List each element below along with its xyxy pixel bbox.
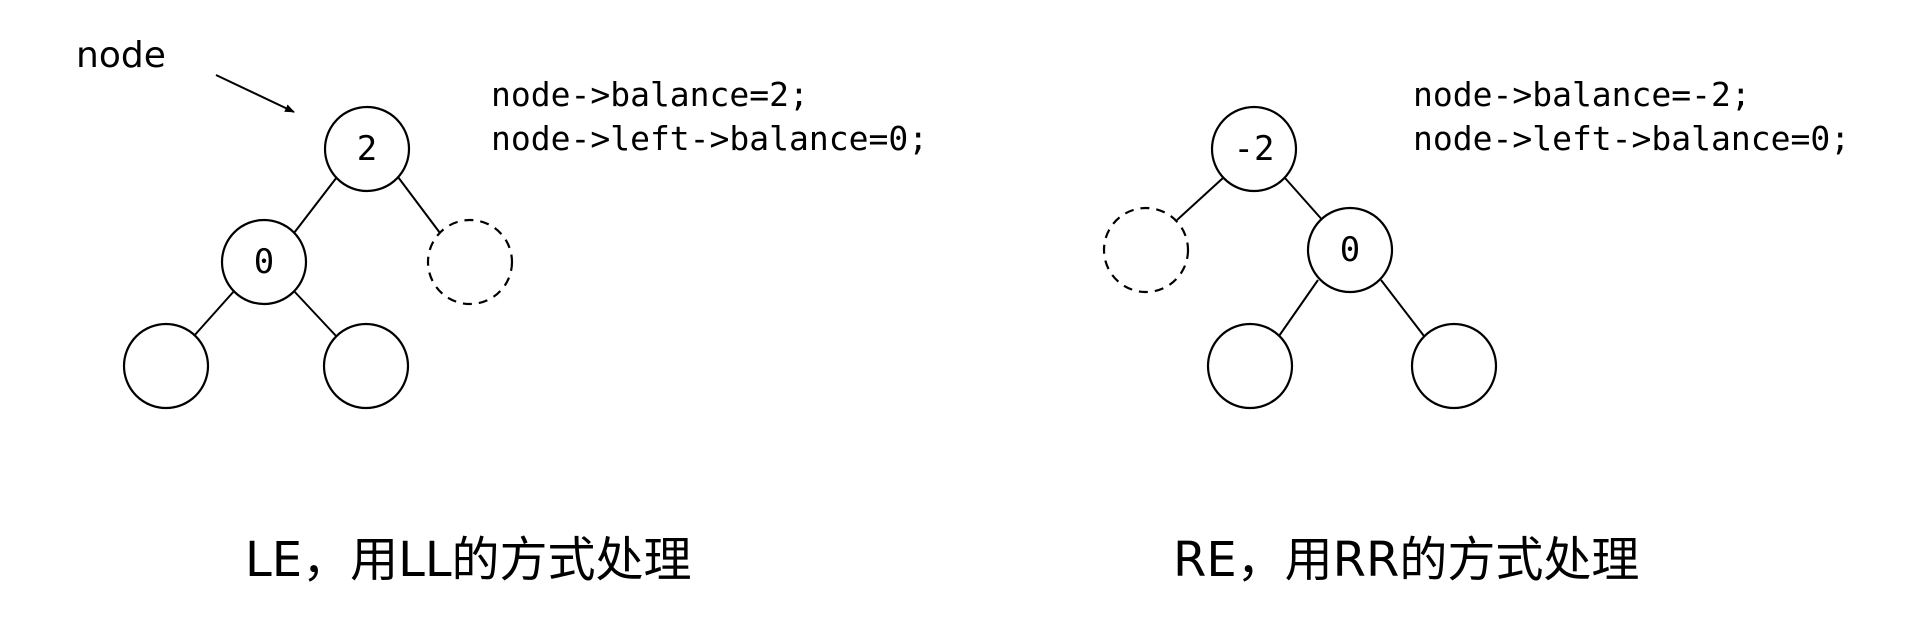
left-leaf-right — [322, 322, 410, 410]
left-case: node node->balance=2; node->left->balanc… — [76, 35, 928, 588]
right-leaf-right — [1410, 322, 1498, 410]
left-root-node — [323, 105, 411, 193]
left-code-line-1: node->balance=2; — [491, 75, 809, 114]
right-edge-root-child — [1284, 177, 1326, 224]
right-code-line-2: node->left->balance=0; — [1413, 119, 1850, 158]
right-edge-root-empty — [1176, 177, 1224, 221]
left-code-line-2: node->left->balance=0; — [491, 119, 928, 158]
left-caption: LE，用LL的方式处理 — [245, 532, 692, 588]
right-root-node — [1210, 105, 1298, 193]
right-edge-child-rightleaf — [1380, 279, 1425, 337]
left-edge-root-child — [293, 176, 338, 234]
left-root-value: 2 — [357, 129, 377, 169]
left-edge-child-leftleaf — [192, 289, 236, 338]
right-empty-node — [1102, 206, 1190, 294]
right-case: node->balance=-2; node->left->balance=0;… — [1102, 75, 1850, 588]
right-code-line-1: node->balance=-2; — [1413, 75, 1751, 114]
left-empty-node — [426, 218, 514, 306]
right-root-value: -2 — [1234, 129, 1275, 169]
right-caption: RE，用RR的方式处理 — [1173, 532, 1639, 588]
node-pointer-arrow — [215, 74, 295, 113]
right-edge-child-leftleaf — [1278, 279, 1319, 337]
left-child-value: 0 — [254, 242, 274, 282]
left-edge-child-rightleaf — [292, 289, 338, 338]
node-pointer-label: node — [76, 35, 166, 76]
right-child-value: 0 — [1340, 230, 1360, 270]
left-edge-root-empty — [397, 176, 441, 234]
left-child-node — [220, 218, 308, 306]
right-leaf-left — [1206, 322, 1294, 410]
right-child-node — [1306, 206, 1394, 294]
left-leaf-left — [122, 322, 210, 410]
